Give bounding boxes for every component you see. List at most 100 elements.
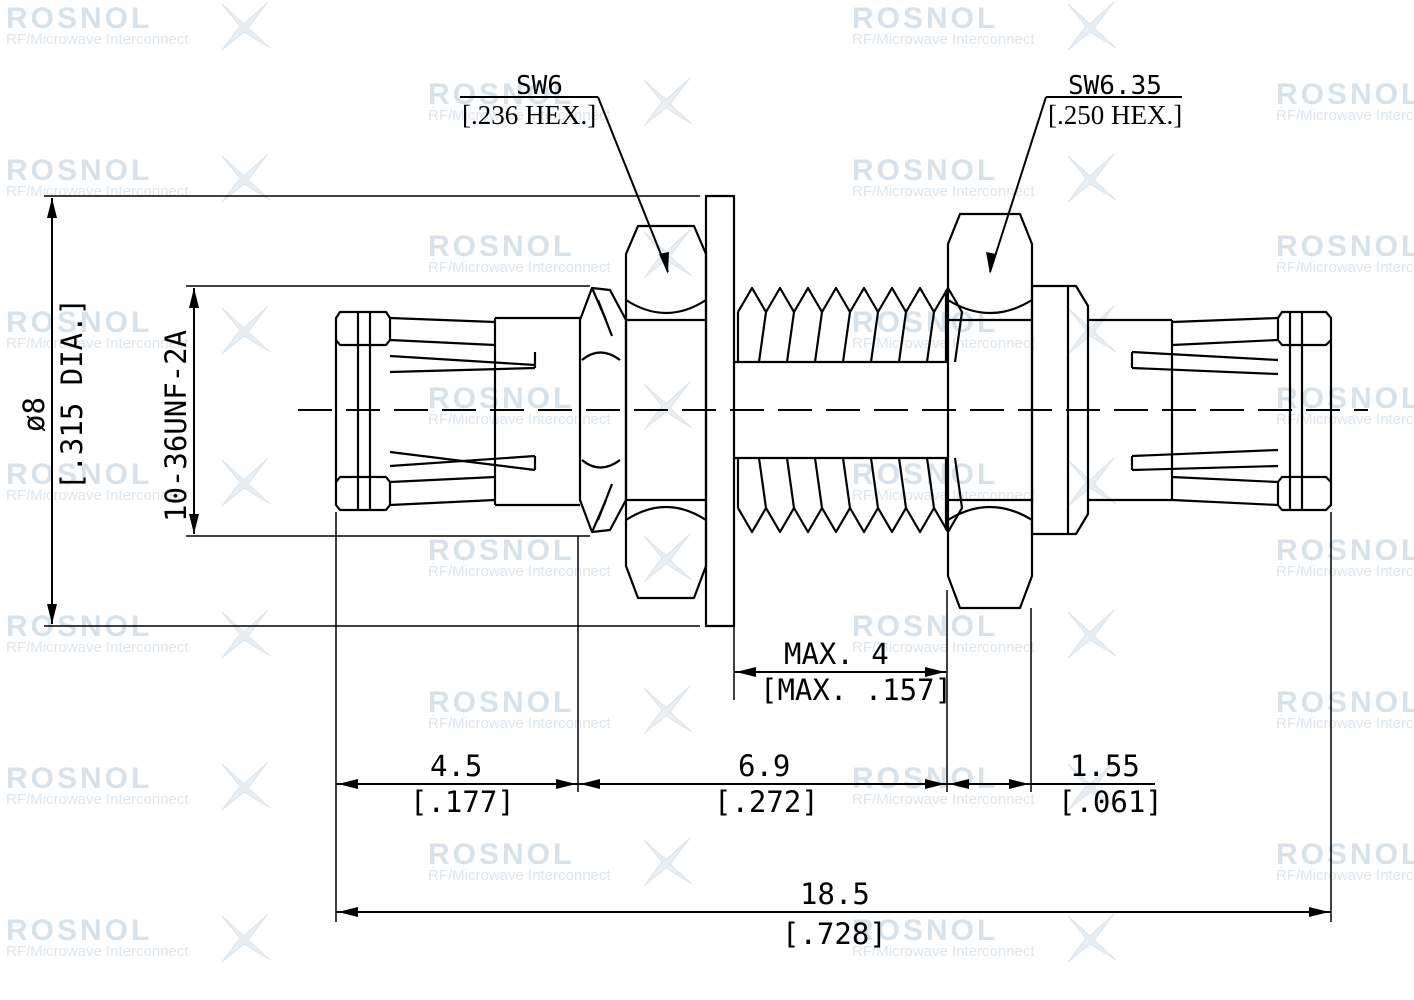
svg-text:ROSNOL: ROSNOL — [852, 2, 998, 35]
panel-max-inch: [MAX. .157] — [760, 673, 952, 707]
svg-text:RF/Microwave Interconnect: RF/Microwave Interconnect — [852, 639, 1035, 656]
watermark-star-icon — [1067, 305, 1117, 355]
svg-text:RF/Microwave Interconnect: RF/Microwave Interconnect — [852, 487, 1035, 504]
svg-text:ROSNOL: ROSNOL — [6, 914, 152, 947]
panel-plate — [704, 194, 736, 628]
watermark-star-icon — [221, 913, 271, 963]
svg-text:RF/Microwave Interconnect: RF/Microwave Interconnect — [1276, 259, 1414, 276]
svg-text:RF/Microwave Interconnect: RF/Microwave Interconnect — [6, 791, 189, 808]
watermark-star-icon — [221, 153, 271, 203]
svg-text:ROSNOL: ROSNOL — [6, 458, 152, 491]
diameter-mm: ø8 — [17, 397, 51, 432]
watermark-star-icon — [643, 533, 693, 583]
thread-section — [734, 286, 964, 534]
svg-text:ROSNOL: ROSNOL — [6, 306, 152, 339]
svg-text:ROSNOL: ROSNOL — [1276, 382, 1414, 415]
svg-text:ROSNOL: ROSNOL — [428, 78, 574, 111]
svg-text:RF/Microwave Interconnect: RF/Microwave Interconnect — [428, 107, 611, 124]
watermark-star-icon — [1067, 913, 1117, 963]
svg-text:ROSNOL: ROSNOL — [1276, 534, 1414, 567]
total-mm: 18.5 — [800, 877, 870, 911]
svg-text:RF/Microwave Interconnect: RF/Microwave Interconnect — [6, 31, 189, 48]
lock-washer — [578, 286, 628, 534]
svg-text:RF/Microwave Interconnect: RF/Microwave Interconnect — [428, 867, 611, 884]
svg-text:ROSNOL: ROSNOL — [852, 762, 998, 795]
svg-text:RF/Microwave Interconnect: RF/Microwave Interconnect — [428, 411, 611, 428]
svg-text:ROSNOL: ROSNOL — [6, 154, 152, 187]
svg-text:RF/Microwave Interconnect: RF/Microwave Interconnect — [428, 715, 611, 732]
svg-text:RF/Microwave Interconnect: RF/Microwave Interconnect — [852, 183, 1035, 200]
svg-text:ROSNOL: ROSNOL — [6, 762, 152, 795]
watermark-star-icon — [643, 77, 693, 127]
svg-text:RF/Microwave Interconnect: RF/Microwave Interconnect — [852, 31, 1035, 48]
watermark-star-icon — [221, 1, 271, 51]
svg-text:ROSNOL: ROSNOL — [852, 154, 998, 187]
watermark-star-icon — [1067, 153, 1117, 203]
watermark-star-icon — [643, 381, 693, 431]
extension-lines — [44, 195, 1332, 922]
svg-text:RF/Microwave Interconnect: RF/Microwave Interconnect — [428, 563, 611, 580]
thread-spec: 10-36UNF-2A — [159, 330, 193, 522]
svg-text:ROSNOL: ROSNOL — [6, 2, 152, 35]
left-hex-inch: [.236 HEX.] — [462, 100, 596, 130]
svg-text:ROSNOL: ROSNOL — [428, 230, 574, 263]
svg-text:RF/Microwave Interconnect: RF/Microwave Interconnect — [1276, 107, 1414, 124]
right-hex-size: SW6.35 — [1068, 71, 1162, 101]
svg-text:ROSNOL: ROSNOL — [1276, 686, 1414, 719]
watermark-star-icon — [1067, 761, 1117, 811]
dimension-lines — [47, 198, 1331, 917]
right-collet — [1130, 310, 1333, 512]
svg-text:ROSNOL: ROSNOL — [428, 838, 574, 871]
svg-text:RF/Microwave Interconnect: RF/Microwave Interconnect — [6, 943, 189, 960]
svg-text:RF/Microwave Interconnect: RF/Microwave Interconnect — [6, 183, 189, 200]
watermark-star-icon — [643, 685, 693, 735]
len-b-mm: 6.9 — [738, 749, 790, 783]
svg-text:RF/Microwave Interconnect: RF/Microwave Interconnect — [6, 639, 189, 656]
svg-text:ROSNOL: ROSNOL — [852, 914, 998, 947]
hex-leaders — [460, 96, 1182, 274]
svg-text:RF/Microwave Interconnect: RF/Microwave Interconnect — [852, 943, 1035, 960]
watermark-star-icon — [221, 457, 271, 507]
watermark-star-icon — [221, 609, 271, 659]
watermark-star-icon — [1067, 1, 1117, 51]
svg-text:RF/Microwave Interconnect: RF/Microwave Interconnect — [852, 335, 1035, 352]
svg-text:RF/Microwave Interconnect: RF/Microwave Interconnect — [852, 791, 1035, 808]
svg-text:RF/Microwave Interconnect: RF/Microwave Interconnect — [1276, 715, 1414, 732]
svg-text:ROSNOL: ROSNOL — [428, 686, 574, 719]
left-hex-size: SW6 — [516, 71, 563, 101]
len-c-inch: [.061] — [1058, 785, 1163, 819]
left-collet — [334, 310, 580, 512]
svg-text:ROSNOL: ROSNOL — [1276, 838, 1414, 871]
watermark-star-icon — [1067, 609, 1117, 659]
len-b-inch: [.272] — [714, 785, 819, 819]
total-inch: [.728] — [782, 917, 887, 951]
watermark-star-icon — [1067, 457, 1117, 507]
svg-text:ROSNOL: ROSNOL — [852, 610, 998, 643]
len-c-mm: 1.55 — [1070, 749, 1140, 783]
diameter-inch: [.315 DIA.] — [55, 298, 89, 490]
svg-text:RF/Microwave Interconnect: RF/Microwave Interconnect — [428, 259, 611, 276]
watermark-star-icon — [221, 761, 271, 811]
svg-text:ROSNOL: ROSNOL — [1276, 230, 1414, 263]
